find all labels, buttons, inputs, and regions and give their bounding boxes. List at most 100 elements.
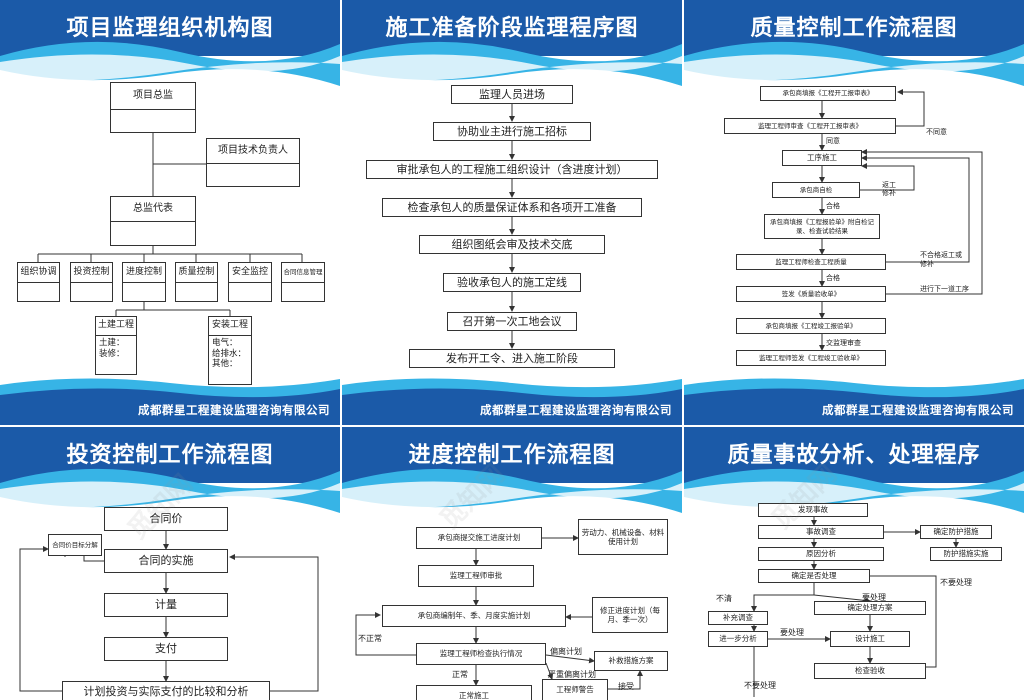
step-submit-schedule: 承包商提交施工进度计划 <box>416 527 542 549</box>
side-price-breakdown: 合同价目标分解 <box>48 534 102 556</box>
step-self-inspection: 承包商自检 <box>772 182 860 198</box>
step-sign-completion: 监理工程师签发《工程竣工验收单》 <box>736 350 886 366</box>
side-revise-schedule: 修正进度计划（每月、季一次） <box>592 597 668 633</box>
step-issue-start-order: 发布开工令、进入施工阶段 <box>409 349 615 368</box>
label-pass-2: 合格 <box>826 274 840 282</box>
step-accept-layout: 验收承包人的施工定线 <box>443 273 581 292</box>
footer-banner <box>342 378 682 425</box>
label-need-handling: 要处理 <box>862 593 886 602</box>
step-check-quality-system: 检查承包人的质量保证体系和各项开工准备 <box>382 198 642 217</box>
panel-quality-control: 质量控制工作流程图 承包商填报《工程开工报审表》 监理工程师审查《工程开工报审表… <box>684 0 1024 425</box>
dept-quality: 质量控制 <box>175 262 218 283</box>
step-check-quality: 监理工程师检查工程质量 <box>736 254 886 270</box>
header-banner <box>0 0 340 86</box>
step-contract-execution: 合同的实施 <box>104 549 228 573</box>
label-need-handling-2: 要处理 <box>780 628 804 637</box>
dept-investment: 投资控制 <box>70 262 113 283</box>
connector-lines <box>751 517 959 697</box>
node-installation-items: 电气： 给排水： 其他： <box>208 335 252 385</box>
step-normal-construction: 正常施工 <box>416 685 532 700</box>
step-discover-accident: 发现事故 <box>758 503 868 517</box>
header-banner <box>342 427 682 513</box>
civil-item: 装修： <box>99 348 125 359</box>
civil-item: 土建： <box>99 338 125 348</box>
side-further-analysis: 进一步分析 <box>708 631 768 647</box>
label-deviate: 偏离计划 <box>550 647 582 656</box>
panel-title: 进度控制工作流程图 <box>408 443 616 468</box>
company-name: 成都群星工程建设监理咨询有限公司 <box>480 403 672 417</box>
label-fail: 不合格返工或修补 <box>920 251 962 269</box>
node-civil-works-items: 土建： 装修： <box>95 335 137 375</box>
label-next-process: 进行下一道工序 <box>920 285 969 293</box>
panel-org-chart: 项目监理组织机构图 项目总监 项目技术负责人 总监代表 组织协调 投资控制 进度… <box>0 0 340 425</box>
step-payment: 支付 <box>104 637 228 661</box>
step-check-execution: 监理工程师检查执行情况 <box>416 643 546 665</box>
dept-investment-body <box>70 282 113 302</box>
step-approve-design: 审批承包人的工程施工组织设计（含进度计划） <box>366 160 658 179</box>
label-no-handling-2: 不要处理 <box>744 681 776 690</box>
label-unclear: 不清 <box>716 594 732 603</box>
panel-preparation-procedure: 施工准备阶段监理程序图 监理人员进场 协助业主进行施工招标 审批承包人的工程施工… <box>342 0 682 425</box>
step-cause-analysis: 原因分析 <box>758 547 884 561</box>
label-submit-review: 交监理审查 <box>826 339 861 347</box>
connector-lines <box>819 89 983 351</box>
node-deputy-supervisor: 总监代表 <box>110 196 196 222</box>
step-first-meeting: 召开第一次工地会议 <box>447 312 577 331</box>
header-banner <box>684 0 1024 86</box>
step-handling-plan: 确定处理方案 <box>814 601 926 615</box>
panel-title: 施工准备阶段监理程序图 <box>385 16 639 41</box>
panel-title: 质量控制工作流程图 <box>750 16 958 41</box>
step-design-construction: 设计施工 <box>830 631 910 647</box>
label-agree: 同意 <box>826 137 840 145</box>
step-inspection-acceptance: 检查验收 <box>814 663 926 679</box>
connector-lines <box>355 535 643 690</box>
panel-title: 项目监理组织机构图 <box>66 16 274 41</box>
header-banner <box>684 427 1024 513</box>
panel-progress-control: 进度控制工作流程图 承包商提交施工进度计划 监理工程师审批 承包商编制年、季、月… <box>342 427 682 700</box>
step-investigate: 事故调查 <box>758 525 884 539</box>
step-submit-start-report: 承包商填报《工程开工报审表》 <box>760 86 896 101</box>
dept-coordination-body <box>17 282 60 302</box>
step-completion-report: 承包商填报《工程竣工报验单》 <box>736 318 886 334</box>
panel-title: 质量事故分析、处理程序 <box>727 443 981 468</box>
panel-investment-control: 投资控制工作流程图 合同价 合同的实施 计量 支付 计划投资与实际支付的比较和分… <box>0 427 340 700</box>
company-name: 成都群星工程建设监理咨询有限公司 <box>822 403 1014 417</box>
node-technical-lead: 项目技术负责人 <box>206 138 300 164</box>
step-review-start-report: 监理工程师审查《工程开工报审表》 <box>724 118 896 134</box>
panel-title: 投资控制工作流程图 <box>66 443 274 468</box>
step-measurement: 计量 <box>104 593 228 617</box>
label-rework: 返工修补 <box>882 181 896 198</box>
label-normal: 正常 <box>452 670 468 679</box>
dept-safety: 安全监控 <box>228 262 272 283</box>
side-engineer-warning: 工程师警告 <box>542 679 608 700</box>
step-process-construction: 工序施工 <box>782 150 862 166</box>
footer-banner <box>0 378 340 425</box>
install-item: 其他： <box>212 359 238 370</box>
dept-progress: 进度控制 <box>122 262 166 283</box>
side-protective-measures: 确定防护措施 <box>920 525 992 539</box>
dept-safety-body <box>228 282 272 302</box>
node-deputy-supervisor-body <box>110 221 196 246</box>
dept-contract-info: 合同信息管理 <box>281 262 325 283</box>
label-accept: 接受 <box>618 682 634 691</box>
header-banner <box>0 427 340 513</box>
connector-lines <box>37 132 303 316</box>
node-installation: 安装工程 <box>208 316 252 336</box>
step-drawing-review: 组织图纸会审及技术交底 <box>419 235 605 254</box>
label-no-handling: 不要处理 <box>940 578 972 587</box>
node-technical-lead-body <box>206 163 300 187</box>
install-item: 给排水： <box>212 348 247 359</box>
panel-accident-procedure: 质量事故分析、处理程序 发现事故 事故调查 原因分析 确定是否处理 确定处理方案… <box>684 427 1024 700</box>
install-item: 电气： <box>212 338 238 348</box>
step-inspection-report: 承包商填报《工程报验单》附自检记录、检查试验结果 <box>764 214 880 239</box>
footer-banner <box>684 378 1024 425</box>
side-implement-protection: 防护措施实施 <box>930 547 1002 561</box>
node-chief-supervisor-body <box>110 109 196 133</box>
header-banner <box>342 0 682 86</box>
dept-quality-body <box>175 282 218 302</box>
step-compare-analysis: 计划投资与实际支付的比较和分析 <box>62 681 270 700</box>
node-civil-works: 土建工程 <box>95 316 137 336</box>
node-chief-supervisor: 项目总监 <box>110 82 196 110</box>
label-disagree: 不同意 <box>926 128 947 136</box>
step-contract-price: 合同价 <box>104 507 228 531</box>
